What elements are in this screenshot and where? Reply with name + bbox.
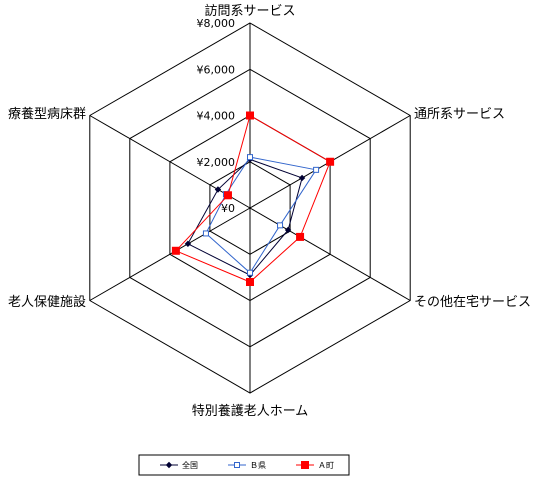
data-point-s0-4 — [184, 240, 192, 248]
data-point-s2-4 — [171, 246, 180, 255]
data-point-s2-2 — [296, 232, 305, 241]
data-point-s1-0 — [247, 154, 253, 161]
category-label-0: 訪問系サービス — [204, 3, 295, 19]
radial-tick-labels: ¥0 ¥2,000 ¥4,000 ¥6,000 ¥8,000 — [197, 17, 236, 215]
data-point-s1-1 — [313, 166, 320, 173]
tick-label: ¥4,000 — [197, 110, 236, 123]
series-0 — [184, 156, 306, 279]
category-label-2: その他在宅サービス — [414, 295, 531, 310]
tick-label: ¥6,000 — [197, 63, 236, 76]
data-point-s1-4 — [202, 230, 209, 237]
legend-marker-0 — [165, 461, 173, 469]
data-point-s2-3 — [246, 278, 254, 286]
category-label-1: 通所系サービス — [414, 107, 505, 122]
data-point-s2-0 — [246, 111, 254, 120]
legend: 全国 Ｂ県 Ａ町 — [138, 454, 350, 476]
data-point-s2-1 — [326, 157, 335, 166]
data-point-s1-3 — [247, 269, 253, 276]
tick-label: ¥0 — [221, 202, 235, 215]
tick-label: ¥8,000 — [197, 17, 236, 30]
series-line-2 — [175, 114, 331, 283]
data-series — [171, 111, 335, 286]
data-point-s0-5 — [214, 186, 222, 193]
radar-axes — [89, 23, 411, 393]
legend-marker-1 — [234, 462, 240, 468]
legend-marker-2 — [301, 461, 309, 469]
data-point-s0-2 — [284, 226, 292, 234]
category-label-4: 老人保健施設 — [8, 294, 86, 310]
data-point-s1-2 — [277, 222, 284, 229]
tick-label: ¥2,000 — [197, 156, 236, 169]
series-2 — [171, 111, 335, 286]
legend-label-0: 全国 — [182, 460, 198, 470]
data-point-s0-1 — [298, 174, 306, 182]
legend-label-2: Ａ町 — [318, 461, 334, 470]
legend-label-1: Ｂ県 — [250, 461, 266, 470]
axis-spoke-4 — [89, 207, 251, 301]
category-label-5: 療養型病床群 — [8, 106, 86, 122]
category-label-3: 特別養護老人ホーム — [192, 403, 309, 419]
axis-spoke-2 — [249, 207, 411, 301]
data-point-s2-5 — [223, 191, 232, 200]
